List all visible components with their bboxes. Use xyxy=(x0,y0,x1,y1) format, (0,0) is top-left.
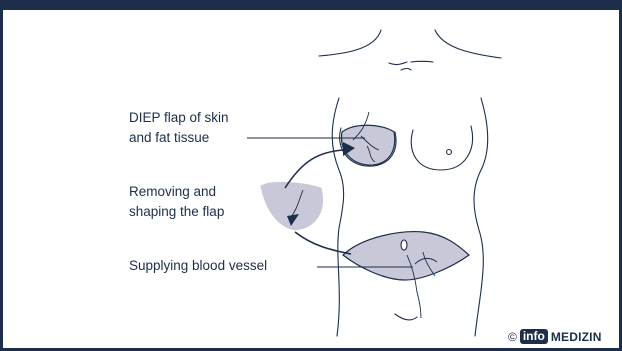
flap-label: DIEP flap of skin and fat tissue xyxy=(129,108,229,148)
arrow-down-curve xyxy=(295,232,351,254)
pelvic-line xyxy=(395,314,417,320)
vessel-label: Supplying blood vessel xyxy=(129,256,267,276)
shaping-label-line-1: Removing and xyxy=(129,182,224,202)
copyright-symbol: © xyxy=(508,330,517,344)
flap-label-line-2: and fat tissue xyxy=(129,128,229,148)
collarbone-right xyxy=(411,61,433,62)
credit-logo: © info MEDIZIN xyxy=(508,329,602,344)
left-shoulder-line xyxy=(319,30,381,56)
shaping-label-line-2: shaping the flap xyxy=(129,202,224,222)
sternum-notch xyxy=(401,69,411,71)
right-shoulder-line xyxy=(435,30,501,58)
nipple xyxy=(447,150,452,155)
flap-label-line-1: DIEP flap of skin xyxy=(129,108,229,128)
abdomen-donor-region xyxy=(343,232,469,280)
collarbone-left xyxy=(389,62,407,65)
credit-logo-box: info xyxy=(520,329,548,344)
credit-logo-word: MEDIZIN xyxy=(551,330,602,344)
shaping-label: Removing and shaping the flap xyxy=(129,182,224,222)
body-illustration xyxy=(3,0,619,348)
navel xyxy=(401,240,407,250)
torso-right-edge xyxy=(474,98,488,336)
right-breast-outline xyxy=(411,126,472,170)
